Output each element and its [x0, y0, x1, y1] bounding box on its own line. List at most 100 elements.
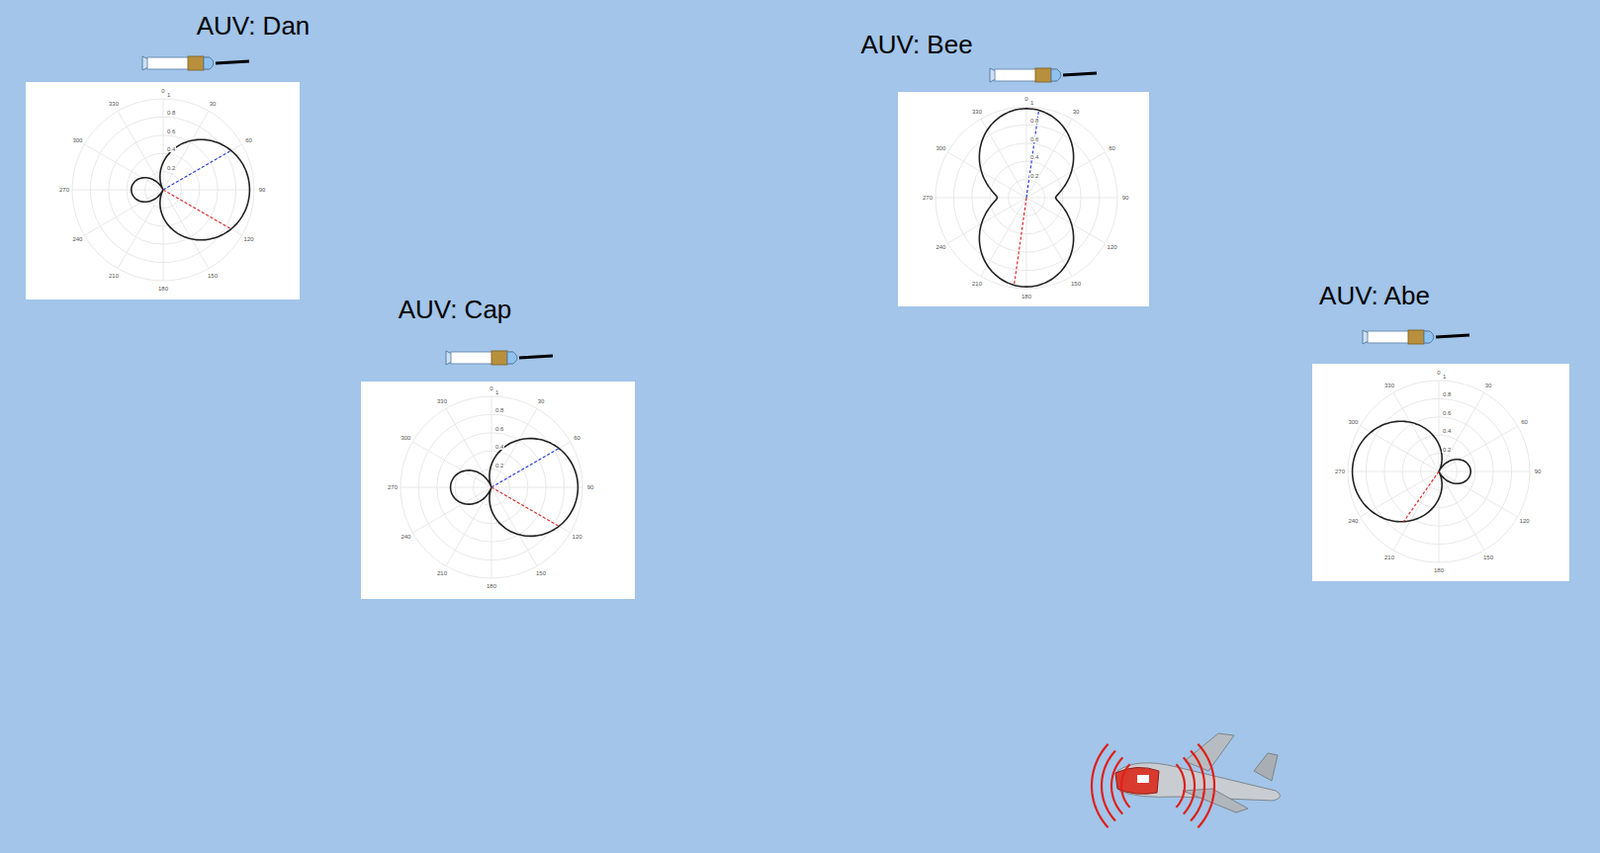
angle-tick-label: 330 [1384, 382, 1395, 389]
angle-tick-label: 90 [1534, 468, 1542, 475]
angle-tick-label: 150 [535, 570, 546, 577]
blue-bearing-line [491, 448, 559, 488]
polar-grid-spoke [1359, 426, 1439, 472]
beam-pattern [450, 439, 579, 537]
auv-name: AUV: Abe [1319, 280, 1430, 312]
polar-grid-spoke [163, 144, 243, 190]
red-bearing-line [1014, 197, 1027, 285]
auv-antenna [519, 355, 553, 358]
polar-plot [935, 106, 1118, 289]
angle-tick-label: 180 [158, 285, 169, 292]
angle-tick-label: 270 [59, 186, 70, 193]
radial-tick-label: 0.4 [1441, 428, 1452, 435]
auv-band [1408, 330, 1424, 345]
auv-name: AUV: Bee [860, 29, 973, 61]
radial-tick-label: 0.6 [494, 426, 505, 433]
auv-body [450, 352, 513, 364]
angle-tick-label: 60 [1108, 145, 1116, 152]
angle-tick-label: 0 [489, 385, 493, 392]
angle-tick-label: 60 [573, 435, 581, 442]
polar-grid-spoke [491, 487, 493, 579]
angle-tick-label: 240 [400, 533, 411, 540]
angle-tick-label: 270 [1334, 468, 1345, 475]
radial-tick-label: 0.4 [1029, 154, 1040, 161]
polar-grid-spoke [1359, 471, 1439, 518]
angle-tick-label: 0 [1024, 95, 1028, 102]
sonar-ping-arc [1175, 764, 1185, 808]
auv-band [187, 56, 204, 71]
auv-name: AUV: Dan [196, 10, 311, 42]
angle-tick-label: 240 [72, 236, 83, 243]
polar-plot [400, 396, 583, 579]
sonar-ping-arc [1111, 757, 1123, 814]
polar-grid-spoke [1026, 106, 1028, 198]
beam-pattern [1352, 421, 1472, 523]
polar-grid-spoke [445, 487, 492, 567]
red-bearing-line [163, 189, 232, 230]
polar-grid-spoke [1393, 471, 1439, 551]
angle-tick-label: 150 [207, 272, 218, 279]
radial-tick-label: 0.2 [166, 165, 177, 172]
polar-grid-spoke [491, 487, 537, 567]
angle-tick-label: 30 [1072, 108, 1080, 115]
auv-body [1367, 331, 1429, 344]
angle-tick-label: 30 [1485, 382, 1493, 389]
radial-tick-label: 0.4 [166, 146, 177, 153]
angle-tick-label: 240 [935, 244, 946, 251]
radial-tick-label: 0.8 [494, 407, 505, 414]
polar-plot-panel [360, 381, 635, 600]
radial-tick-label: 0.2 [494, 462, 505, 469]
radial-tick-label: 0.6 [1441, 410, 1452, 417]
polar-grid-spoke [1026, 197, 1106, 244]
angle-tick-label: 120 [1107, 244, 1118, 251]
blue-bearing-line [1026, 110, 1039, 198]
polar-grid-spoke [491, 408, 537, 488]
radial-tick-label: 0.4 [494, 444, 505, 450]
polar-grid-circle [935, 106, 1118, 289]
angle-tick-label: 330 [972, 108, 982, 115]
angle-tick-label: 30 [209, 100, 217, 107]
auv-band [1035, 68, 1052, 83]
polar-grid-spoke [1347, 471, 1439, 473]
polar-grid-circle [1347, 380, 1530, 563]
angle-tick-label: 150 [1070, 280, 1081, 287]
angle-tick-label: 300 [72, 137, 83, 144]
polar-grid-spoke [163, 189, 209, 269]
radial-tick-label: 0.6 [1029, 136, 1040, 143]
auv-nose [1051, 69, 1062, 82]
angle-tick-label: 60 [245, 137, 253, 144]
polar-grid-spoke [1438, 471, 1440, 563]
polar-grid-spoke [84, 144, 164, 190]
sonar-ping-arc [1190, 751, 1205, 822]
auv-icon [445, 351, 553, 365]
angle-tick-label: 270 [387, 484, 398, 491]
polar-grid-spoke [163, 189, 255, 191]
radial-tick-label: 1 [1441, 373, 1447, 380]
polar-plot-panel [1312, 363, 1570, 582]
radial-tick-label: 0.8 [166, 109, 177, 116]
polar-grid-spoke [163, 98, 165, 190]
polar-grid-spoke [935, 197, 1027, 199]
blue-bearing-line [163, 150, 232, 190]
polar-grid-spoke [947, 152, 1027, 198]
auv-icon [989, 68, 1097, 83]
sonar-ping-arc [1121, 764, 1131, 808]
polar-grid-spoke [1026, 197, 1118, 199]
polar-plot-panel [897, 91, 1150, 307]
radial-tick-label: 0.8 [1029, 117, 1040, 124]
angle-tick-label: 300 [1347, 419, 1358, 426]
polar-plot [72, 98, 255, 281]
polar-grid-spoke [491, 487, 583, 489]
red-bearing-line [1403, 471, 1439, 523]
polar-grid-spoke [84, 189, 164, 236]
auv-icon [1362, 330, 1470, 345]
angle-tick-label: 0 [161, 88, 165, 94]
radial-tick-label: 0.2 [1441, 446, 1452, 453]
angle-tick-label: 270 [922, 194, 933, 201]
polar-plot [1347, 380, 1530, 563]
beam-pattern [131, 139, 251, 241]
beam-pattern [978, 108, 1073, 287]
polar-grid-spoke [491, 396, 493, 488]
angle-tick-label: 300 [935, 145, 946, 152]
